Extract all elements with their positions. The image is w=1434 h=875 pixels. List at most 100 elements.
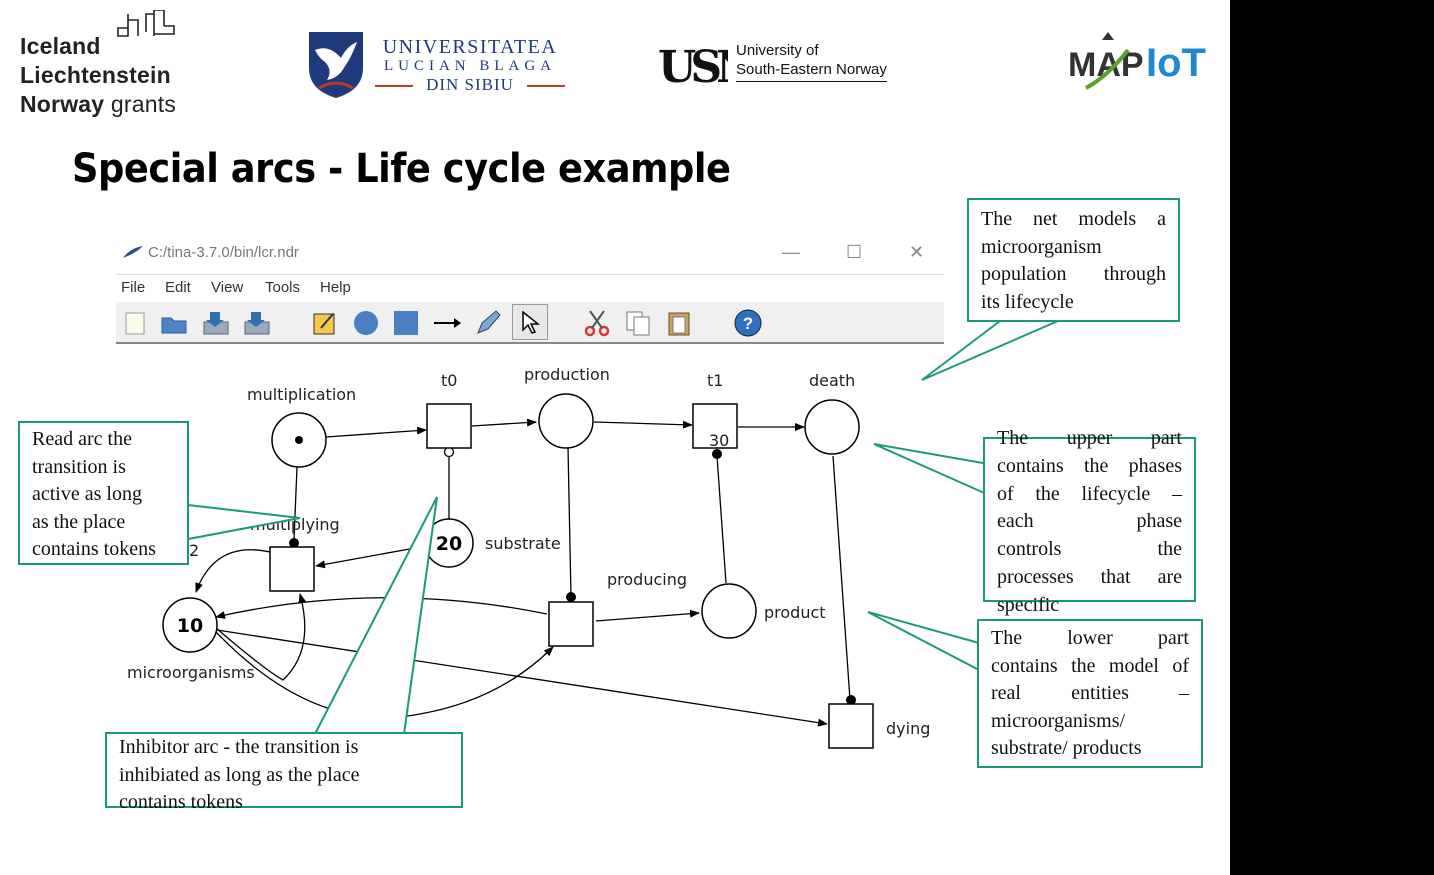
label-multiplication: multiplication	[247, 385, 356, 404]
callout-lower-part-line2: contains the model of	[991, 654, 1189, 677]
transition-square-icon[interactable]	[391, 308, 421, 338]
arc-arrow-icon[interactable]	[432, 308, 462, 338]
read-arc-dot	[289, 538, 299, 548]
label-dying: dying	[886, 719, 930, 738]
save-as-icon[interactable]	[242, 308, 272, 338]
help-icon[interactable]: ?	[733, 308, 763, 338]
paste-icon[interactable]	[664, 308, 694, 338]
label-microorganisms: microorganisms	[127, 663, 255, 682]
label-death: death	[809, 371, 855, 390]
callout-lower-part-line5: substrate/ products	[991, 737, 1142, 759]
read-arc-product-t1	[716, 455, 727, 584]
ulbs-line2: LUCIAN BLAGA	[383, 58, 557, 74]
callout-lower-part-line3: real entities –	[991, 682, 1189, 704]
right-black-bar	[1230, 0, 1434, 875]
menu-help[interactable]: Help	[320, 279, 351, 296]
place-production	[538, 393, 594, 449]
read-arc-dot	[712, 449, 722, 459]
callout-upper-part-line7: specific	[997, 593, 1060, 616]
callout-lower-part: The lower part contains the model of rea…	[977, 619, 1203, 768]
arc-producing-microorganisms	[215, 597, 548, 619]
grants-line1: Iceland	[20, 33, 101, 59]
new-file-icon[interactable]	[120, 308, 150, 338]
callout-upper-part: The upper part contains the phases of th…	[983, 427, 1196, 616]
inhibitor-arc-circle	[443, 446, 455, 458]
callout-pointer-upper-part	[873, 443, 1001, 502]
mapiot-text-a: MAP	[1068, 46, 1144, 84]
grants-line3-light: grants	[110, 91, 177, 117]
tina-window: C:/tina-3.7.0/bin/lcr.ndr — ☐ ✕ File Edi…	[116, 236, 946, 348]
callout-net-models-line1: The net models a	[981, 208, 1166, 230]
transition-producing	[548, 601, 594, 647]
save-icon[interactable]	[201, 308, 231, 338]
callout-upper-part-line2: contains the phases	[997, 454, 1182, 477]
minimize-button[interactable]: —	[782, 242, 800, 262]
usn-line2: South-Eastern Norway	[736, 61, 887, 78]
menu-file[interactable]: File	[121, 279, 146, 296]
substrate-tokens: 20	[436, 533, 462, 555]
copy-icon[interactable]	[623, 308, 653, 338]
callout-pointer-lower-part	[867, 611, 980, 672]
cut-scissors-icon[interactable]	[582, 308, 612, 338]
feather-icon	[123, 246, 143, 258]
callout-upper-part-line5: controls the	[997, 538, 1182, 561]
menu-tools[interactable]: Tools	[265, 279, 301, 296]
callout-lower-part-line4: microorganisms/	[991, 709, 1126, 732]
select-pointer-icon[interactable]	[512, 304, 548, 340]
close-button[interactable]: ✕	[909, 242, 925, 262]
toolbar: ?	[116, 302, 944, 344]
maximize-button[interactable]: ☐	[846, 242, 863, 262]
read-arc-production-producing	[567, 446, 572, 598]
edit-note-icon[interactable]	[310, 308, 340, 338]
read-arc-multiplication-multiplying	[293, 466, 298, 541]
place-microorganisms	[162, 597, 218, 653]
pencil-edit-icon[interactable]	[473, 308, 503, 338]
arc-microorganisms-producing	[215, 631, 554, 719]
grants-mark-icon	[117, 10, 175, 37]
callout-inhibitor-arc: Inhibitor arc - the transition is inhibi…	[105, 732, 463, 813]
callout-net-models: The net models a microorganism populatio…	[967, 198, 1180, 322]
callout-net-models-line3: population through	[981, 263, 1166, 285]
place-death	[804, 399, 860, 455]
ulbs-line1: UNIVERSITATEA	[382, 36, 558, 58]
label-product: product	[764, 603, 826, 622]
label-multiplying-weight: 2	[189, 541, 199, 560]
callout-read-arc-line2: transition is	[32, 455, 126, 478]
callout-read-arc-line1: Read arc the	[32, 428, 132, 450]
callout-read-arc-line5: contains tokens	[32, 538, 156, 560]
svg-text:?: ?	[743, 314, 753, 333]
ulbs-line3: DIN SIBIU	[375, 75, 565, 95]
callout-inhibitor-arc-line1: Inhibitor arc - the transition is	[119, 736, 359, 758]
transition-multiplying	[269, 546, 315, 592]
callout-upper-part-line3: of the lifecycle –	[997, 482, 1182, 505]
place-circle-icon[interactable]	[351, 308, 381, 338]
transition-dying	[828, 703, 874, 749]
usn-line1: University of	[736, 42, 819, 59]
petri-net-diagram: multiplication t0 production t1 death 30…	[127, 320, 1059, 749]
window-path: C:/tina-3.7.0/bin/lcr.ndr	[148, 244, 299, 261]
arc-multiplying-microorganisms	[195, 549, 271, 593]
ulbs-logo: UNIVERSITATEA LUCIAN BLAGA DIN SIBIU	[305, 28, 565, 105]
grants-line3-bold: Norway	[20, 91, 105, 117]
callout-upper-part-line4: each phase	[997, 510, 1182, 533]
arc-microorganisms-multiplying	[215, 593, 307, 681]
label-t1-weight: 30	[709, 431, 729, 450]
menu-view[interactable]: View	[211, 279, 244, 296]
iceland-liechtenstein-norway-grants-logo: Iceland Liechtenstein Norway grants	[20, 10, 177, 119]
callout-net-models-line4: its lifecycle	[981, 290, 1074, 313]
label-producing: producing	[607, 570, 687, 589]
label-t1: t1	[707, 371, 723, 390]
callout-read-arc-line3: active as long	[32, 483, 142, 505]
transition-t1	[692, 403, 738, 449]
label-production: production	[524, 365, 610, 384]
read-arc-dot	[566, 592, 576, 602]
window-titlebar: C:/tina-3.7.0/bin/lcr.ndr — ☐ ✕	[116, 236, 946, 272]
transition-t0	[426, 403, 472, 449]
arc-microorganisms-dying	[216, 629, 828, 727]
menu-edit[interactable]: Edit	[165, 279, 191, 296]
slide-title: Special arcs - Life cycle example	[72, 146, 731, 192]
place-product	[701, 583, 757, 639]
callout-upper-part-line1: The upper part	[997, 427, 1182, 449]
open-folder-icon[interactable]	[159, 308, 189, 338]
callout-inhibitor-arc-line2: inhibiated as long as the place	[119, 763, 360, 786]
